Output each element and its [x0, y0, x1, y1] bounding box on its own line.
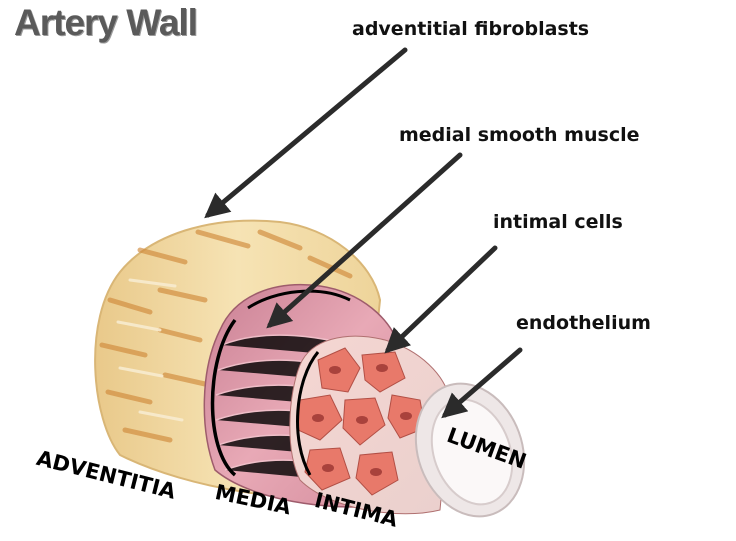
- arrow-intimal-cells: [388, 248, 495, 350]
- label-endothelium: endothelium: [516, 312, 651, 334]
- label-intimal-cells: intimal cells: [493, 211, 623, 233]
- label-adventitial-fibroblasts: adventitial fibroblasts: [352, 18, 589, 40]
- label-medial-smooth-muscle: medial smooth muscle: [399, 124, 639, 146]
- arrow-adventitial-fibroblasts: [208, 50, 405, 215]
